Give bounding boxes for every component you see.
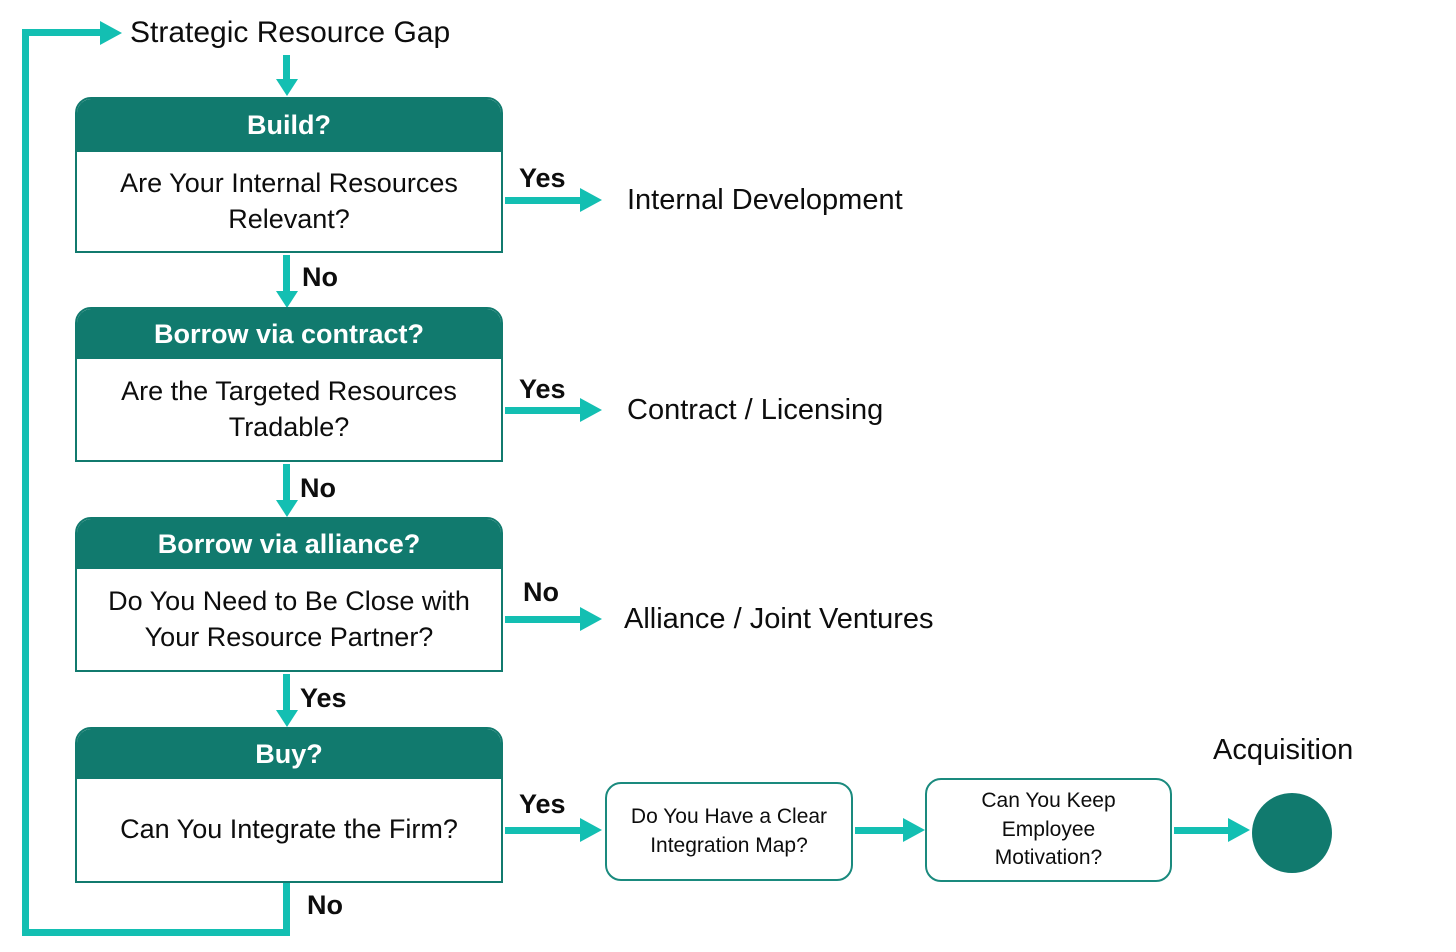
buy-no-label: No [307,890,343,920]
arrow-map-to-motivation-shaft [855,827,903,834]
decision-title-build: Build? [77,99,501,152]
loop-arrowhead-icon [100,21,122,45]
start-label: Strategic Resource Gap [130,16,451,49]
borrow-alliance-yes-label: Yes [300,683,347,713]
borrow-contract-yes-label: Yes [519,374,566,404]
step-box-employee-motivation: Can You Keep Employee Motivation? [925,778,1172,882]
decision-box-borrow-contract: Borrow via contract? Are the Targeted Re… [75,307,503,462]
arrow-borrow-contract-yes-shaft [505,407,580,414]
step-box-integration-map: Do You Have a Clear Integration Map? [605,782,853,881]
decision-title-buy: Buy? [77,729,501,779]
decision-box-buy: Buy? Can You Integrate the Firm? [75,727,503,883]
loop-line-bottom [22,929,290,936]
buy-yes-label: Yes [519,789,566,819]
arrow-build-no-shaft [283,255,290,292]
acquisition-label: Acquisition [1213,734,1354,766]
arrow-map-to-motivation-head-icon [903,818,925,842]
decision-question-build: Are Your Internal Resources Relevant? [120,168,458,234]
arrow-start-to-build-head-icon [276,79,298,96]
loop-line-from-buy [283,883,290,936]
step-employee-motivation-text: Can You Keep Employee Motivation? [981,789,1116,870]
decision-box-borrow-alliance: Borrow via alliance? Do You Need to Be C… [75,517,503,672]
decision-title-borrow-contract: Borrow via contract? [77,309,501,359]
decision-title-borrow-alliance: Borrow via alliance? [77,519,501,569]
arrow-build-no-head-icon [276,291,298,308]
result-alliance-joint-ventures: Alliance / Joint Ventures [624,603,934,635]
loop-line-left [22,29,29,936]
decision-question-buy: Can You Integrate the Firm? [120,814,458,845]
arrow-borrow-contract-yes-head-icon [580,398,602,422]
step-integration-map-text: Do You Have a Clear Integration Map? [630,805,828,857]
decision-box-build: Build? Are Your Internal Resources Relev… [75,97,503,253]
build-yes-label: Yes [519,163,566,193]
arrow-borrow-alliance-yes-shaft [283,674,290,711]
arrow-start-to-build-shaft [283,55,290,80]
arrow-borrow-alliance-no-shaft [505,616,580,623]
decision-question-borrow-alliance: Do You Need to Be Close with Your Resour… [108,586,470,652]
decision-question-borrow-contract: Are the Targeted Resources Tradable? [121,376,457,442]
loop-line-top [22,29,100,36]
acquisition-terminal-circle [1252,793,1332,873]
result-contract-licensing: Contract / Licensing [627,394,884,426]
arrow-motivation-to-acquisition-head-icon [1228,818,1250,842]
arrow-buy-yes-head-icon [580,818,602,842]
arrow-borrow-contract-no-shaft [283,464,290,501]
borrow-alliance-no-label: No [523,577,559,607]
build-no-label: No [302,262,338,292]
arrow-borrow-alliance-yes-head-icon [276,710,298,727]
arrow-buy-yes-shaft [505,827,580,834]
arrow-build-yes-shaft [505,197,580,204]
arrow-motivation-to-acquisition-shaft [1174,827,1228,834]
arrow-borrow-contract-no-head-icon [276,500,298,517]
borrow-contract-no-label: No [300,473,336,503]
arrow-build-yes-head-icon [580,188,602,212]
arrow-borrow-alliance-no-head-icon [580,607,602,631]
result-internal-development: Internal Development [627,184,903,216]
